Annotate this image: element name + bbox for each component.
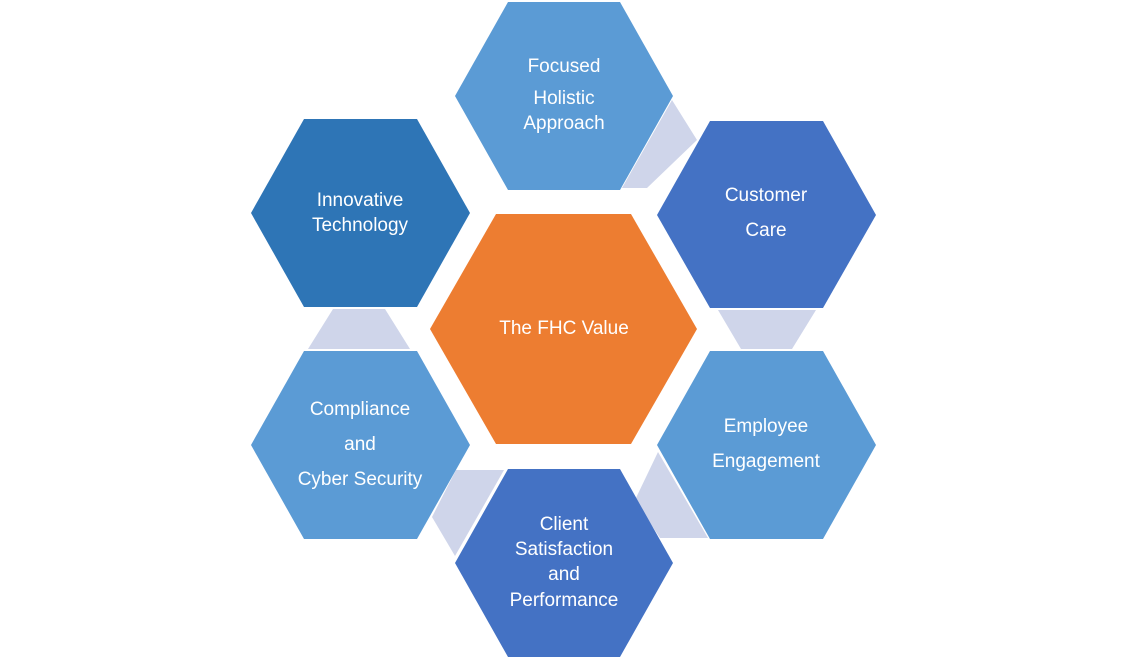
label-line: Employee: [723, 416, 809, 437]
label-line: Cyber Security: [297, 469, 423, 490]
label-customer-care: Customer Care: [686, 178, 846, 248]
center-title: The FHC Value: [499, 318, 629, 339]
label-employee-engagement: Employee Engagement: [686, 409, 846, 479]
hexagon-compliance-cyber-security: [251, 351, 470, 539]
hexagon-employee-engagement: [657, 351, 876, 539]
label-line: Technology: [311, 215, 409, 236]
connector-client-to-compliance: [432, 470, 504, 556]
hexagon-customer-care: [657, 121, 876, 308]
label-center-fhc-value: The FHC Value: [474, 314, 654, 344]
label-line: Holistic: [533, 88, 595, 109]
connector-compliance-to-innovative: [308, 309, 410, 349]
connectors: [308, 100, 816, 556]
label-line: Satisfaction: [514, 538, 614, 560]
label-line: Focused: [527, 56, 601, 77]
label-line: and: [344, 434, 376, 455]
hexagon-focused-holistic-approach: [455, 2, 673, 190]
label-line: Engagement: [712, 451, 820, 472]
label-client-satisfaction-performance: Client Satisfaction and Performance: [484, 512, 644, 612]
label-focused-holistic-approach: Focused Holistic Approach: [484, 44, 644, 144]
label-line: and: [548, 563, 580, 585]
label-line: Client: [539, 513, 589, 535]
connector-employee-to-client: [635, 452, 708, 538]
label-line: Compliance: [309, 399, 411, 420]
label-compliance-cyber-security: Compliance and Cyber Security: [270, 392, 450, 497]
connector-customer-to-employee: [718, 310, 816, 349]
hexagon-client-satisfaction-performance: [455, 469, 673, 657]
label-line: Approach: [523, 113, 605, 134]
label-line: Care: [745, 220, 787, 241]
label-line: Innovative: [316, 190, 404, 211]
connector-focused-to-customer: [622, 100, 697, 188]
label-line: Performance: [509, 589, 619, 611]
hexagon-innovative-technology: [251, 119, 470, 307]
hexagon-center-fhc-value: [430, 214, 697, 444]
label-line: Customer: [724, 185, 808, 206]
label-innovative-technology: Innovative Technology: [280, 188, 440, 238]
